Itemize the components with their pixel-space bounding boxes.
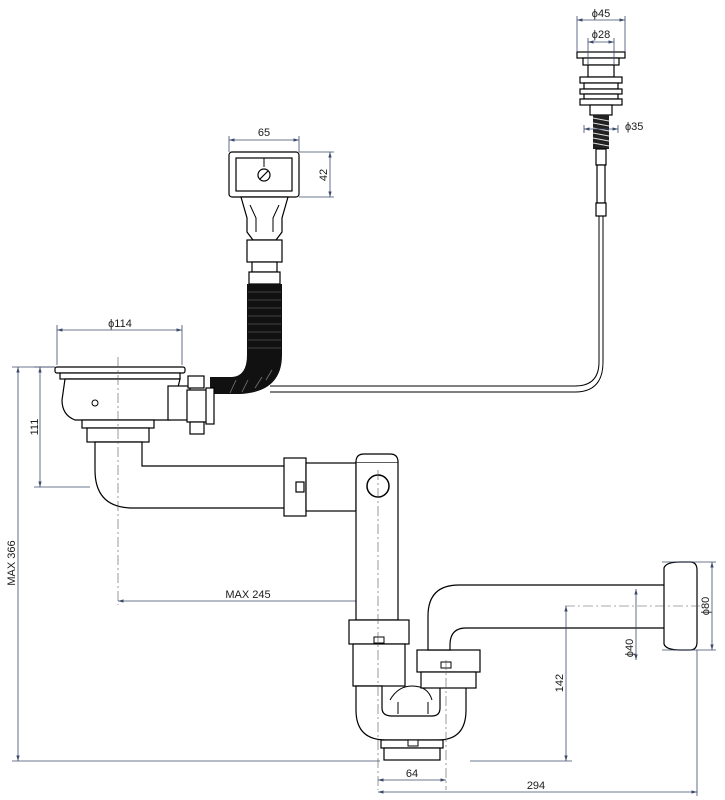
dim-strainer-dia: ϕ114	[108, 318, 132, 330]
dim-trap-width: 64	[406, 768, 418, 780]
dim-waste-pipe-dia: ϕ40	[624, 639, 636, 657]
dim-trap-to-wall: 294	[527, 780, 545, 792]
control-dimensions: 65 42	[228, 127, 334, 198]
cable-sheath	[210, 284, 282, 394]
strainer-dimensions: ϕ114 111 MAX 366 MAX 245	[6, 318, 380, 762]
trap-assembly	[283, 453, 700, 790]
dim-strainer-drop: 111	[29, 419, 41, 436]
trap-dimensions: ϕ80 ϕ40 142 64 294	[378, 561, 716, 796]
dim-max-reach: MAX 245	[225, 589, 270, 601]
dim-max-height: MAX 366	[6, 540, 18, 585]
overflow-thread	[592, 115, 610, 149]
dim-overflow-inner-dia: ϕ28	[592, 29, 610, 41]
dim-trap-height: 142	[554, 674, 566, 692]
dim-control-width: 65	[258, 127, 270, 139]
remote-control-assembly	[210, 151, 300, 394]
dim-overflow-outer-dia: ϕ45	[592, 8, 610, 20]
overflow-dimensions: ϕ45 ϕ28 ϕ35	[576, 8, 643, 133]
overflow-assembly	[270, 51, 626, 393]
dim-wall-outlet-dia: ϕ80	[700, 597, 712, 615]
dim-control-height: 42	[318, 169, 330, 181]
dim-overflow-thread-dia: ϕ35	[625, 121, 643, 133]
